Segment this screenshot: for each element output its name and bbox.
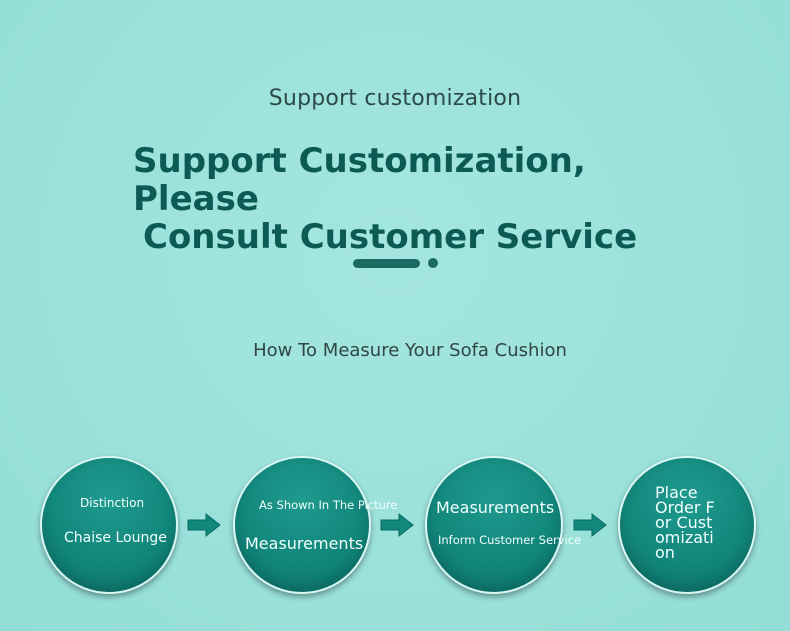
headline-line-1: Support Customization, Please: [133, 141, 586, 219]
page-subtitle: Support customization: [268, 86, 522, 111]
step-4-label: Place Order For Customization: [655, 483, 715, 562]
page-headline: Support Customization, Please Consult Cu…: [133, 142, 693, 256]
step-2-label-bottom: Measurements: [245, 534, 364, 553]
step-2-circle: As Shown In The Picture Measurements: [233, 456, 397, 594]
step-1-circle: Distinction Chaise Lounge: [40, 456, 178, 594]
step-3-label-top: Measurements: [436, 498, 555, 517]
step-3-circle: Measurements Inform Customer Service: [425, 456, 581, 594]
step-3-label-bottom: Inform Customer Service: [438, 533, 582, 547]
step-2-label-top: As Shown In The Picture: [259, 498, 398, 512]
step-4-circle: Place Order For Customization: [618, 456, 756, 594]
divider-bar: [353, 259, 420, 268]
arrow-right-icon: [380, 512, 414, 538]
step-1-label-top: Distinction: [80, 496, 145, 510]
arrow-right-icon: [187, 512, 221, 538]
arrow-right-icon: [573, 512, 607, 538]
step-1-label-bottom: Chaise Lounge: [64, 530, 167, 546]
headline-line-2: Consult Customer Service: [143, 217, 638, 257]
divider-dot: [428, 258, 438, 268]
section-title: How To Measure Your Sofa Cushion: [253, 340, 567, 361]
